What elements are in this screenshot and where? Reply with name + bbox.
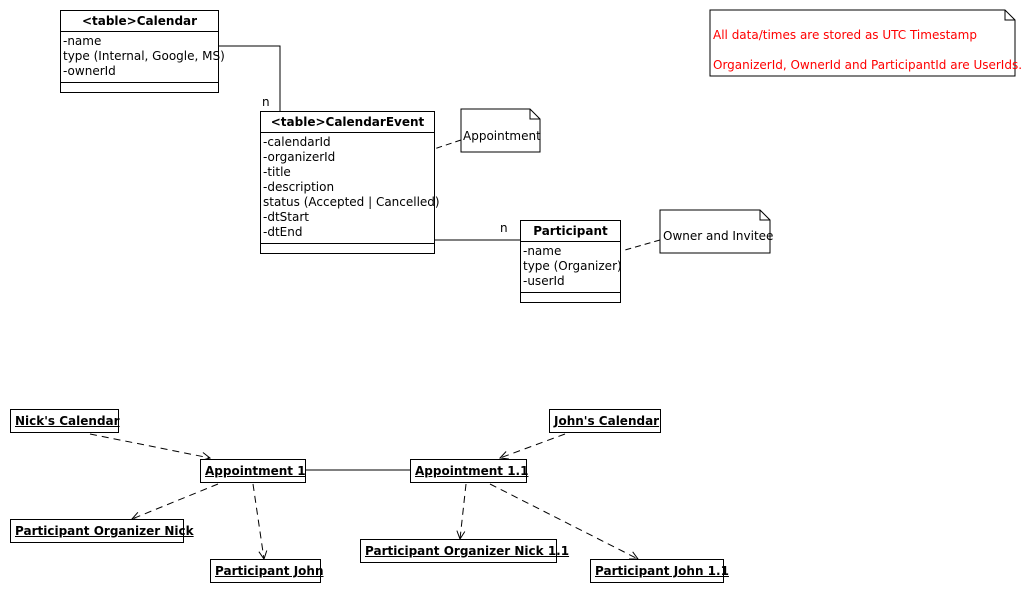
participant-class-attributes: -name type (Organizer) -userId <box>521 242 622 293</box>
appointment-1-object: Appointment 1 <box>200 459 306 483</box>
participant-organizer-nick-object: Participant Organizer Nick <box>10 519 194 543</box>
multiplicity-participant: n <box>500 221 508 235</box>
appointment-note-shape <box>460 108 541 153</box>
appointment-note-fold <box>529 109 540 120</box>
calendar-event-class: <table>CalendarEvent -calendarId -organi… <box>260 111 440 254</box>
calendar-event-attr: -dtEnd <box>263 225 303 239</box>
participant-john-1-1-object: Participant John 1.1 <box>590 559 729 583</box>
appointment-note-link <box>433 139 462 150</box>
participant-attr: -userId <box>523 274 565 288</box>
appointment-1-1-to-participant-organizer-nick-1-1 <box>460 483 467 539</box>
calendar-attr: -ownerId <box>63 64 116 78</box>
calendar-attr: type (Internal, Google, MS) <box>63 49 225 63</box>
calendar-event-association <box>219 45 281 111</box>
nicks-calendar-object: Nick's Calendar <box>10 409 120 433</box>
calendar-event-attr: -description <box>263 180 335 194</box>
participant-attr: type (Organizer) <box>523 259 622 273</box>
appointment-1-1-to-participant-john-1-1 <box>489 483 638 559</box>
utc-note-fold <box>1004 10 1015 21</box>
owner-invitee-note-shape <box>659 209 771 254</box>
calendar-event-class-attributes: -calendarId -organizerId -title -descrip… <box>261 133 440 244</box>
calendar-event-attr: -organizerId <box>263 150 336 164</box>
owner-invitee-note-fold <box>759 210 770 221</box>
calendar-event-attr: status (Accepted | Cancelled) <box>263 195 440 209</box>
calendar-class: <table>Calendar -name type (Internal, Go… <box>60 10 225 93</box>
participant-john-object: Participant John <box>210 559 324 583</box>
utc-note-shape <box>709 9 1016 77</box>
calendar-event-class-operations <box>261 244 434 253</box>
calendar-class-operations <box>61 83 218 92</box>
utc-note-line-2: OrganizerId, OwnerId and ParticipantId a… <box>713 58 1023 72</box>
participant-class-title: Participant <box>521 221 620 242</box>
appointment-1-1-object: Appointment 1.1 <box>410 459 528 483</box>
nicks-calendar-to-appointment-1 <box>89 433 210 458</box>
johns-calendar-object: John's Calendar <box>549 409 661 433</box>
participant-class: Participant -name type (Organizer) -user… <box>520 220 622 303</box>
calendar-event-attr: -dtStart <box>263 210 309 224</box>
appointment-1-to-participant-organizer-nick <box>132 483 219 519</box>
participant-attr: -name <box>523 244 562 258</box>
participant-class-operations <box>521 293 620 302</box>
calendar-event-class-title: <table>CalendarEvent <box>261 112 434 133</box>
calendar-event-attr: -calendarId <box>263 135 331 149</box>
utc-note-line-1: All data/times are stored as UTC Timesta… <box>713 28 977 42</box>
calendar-class-attributes: -name type (Internal, Google, MS) -owner… <box>61 32 225 83</box>
participant-organizer-nick-1-1-object: Participant Organizer Nick 1.1 <box>360 539 569 563</box>
multiplicity-calendar-event: n <box>262 95 270 109</box>
appointment-1-to-participant-john <box>252 483 264 559</box>
calendar-class-title: <table>Calendar <box>61 11 218 32</box>
calendar-attr: -name <box>63 34 102 48</box>
appointment-note-text: Appointment <box>463 129 541 143</box>
owner-invitee-note-link <box>624 239 661 251</box>
calendar-event-attr: -title <box>263 165 291 179</box>
johns-calendar-to-appointment-1-1 <box>500 433 566 458</box>
owner-invitee-note-text: Owner and Invitee <box>663 229 774 243</box>
